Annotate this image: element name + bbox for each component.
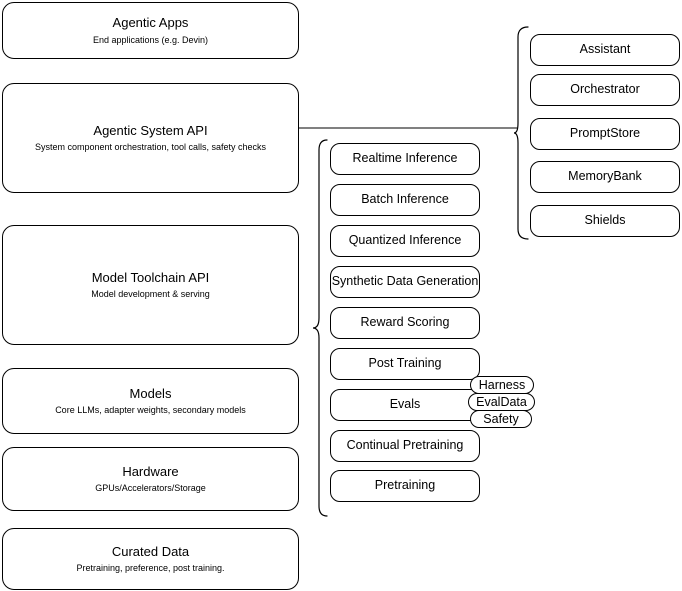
- component-pretraining[interactable]: Pretraining: [330, 470, 480, 502]
- component-continual-pretraining[interactable]: Continual Pretraining: [330, 430, 480, 462]
- brace-system-components: [513, 26, 530, 240]
- component-batch-inference[interactable]: Batch Inference: [330, 184, 480, 216]
- component-synthetic-data-generation[interactable]: Synthetic Data Generation: [330, 266, 480, 298]
- layer-models[interactable]: Models Core LLMs, adapter weights, secon…: [2, 368, 299, 434]
- component-orchestrator[interactable]: Orchestrator: [530, 74, 680, 106]
- layer-title: Agentic Apps: [112, 15, 189, 31]
- component-label: Post Training: [368, 356, 442, 371]
- component-shields[interactable]: Shields: [530, 205, 680, 237]
- layer-title: Hardware: [122, 463, 179, 479]
- layer-title: Curated Data: [111, 543, 190, 559]
- layer-curated-data[interactable]: Curated Data Pretraining, preference, po…: [2, 528, 299, 590]
- component-label: Realtime Inference: [352, 151, 458, 166]
- component-label: Batch Inference: [361, 192, 449, 207]
- component-label: Reward Scoring: [360, 315, 450, 330]
- layer-hardware[interactable]: Hardware GPUs/Accelerators/Storage: [2, 447, 299, 511]
- component-label: Quantized Inference: [348, 233, 462, 248]
- component-post-training[interactable]: Post Training: [330, 348, 480, 380]
- component-promptstore[interactable]: PromptStore: [530, 118, 680, 150]
- layer-agentic-apps[interactable]: Agentic Apps End applications (e.g. Devi…: [2, 2, 299, 59]
- layer-subtitle: GPUs/Accelerators/Storage: [95, 483, 206, 493]
- layer-title: Models: [129, 385, 172, 401]
- component-quantized-inference[interactable]: Quantized Inference: [330, 225, 480, 257]
- component-evals[interactable]: Evals: [330, 389, 480, 421]
- layer-model-toolchain-api[interactable]: Model Toolchain API Model development & …: [2, 225, 299, 345]
- component-memorybank[interactable]: MemoryBank: [530, 161, 680, 193]
- brace-toolchain-components: [312, 139, 329, 517]
- layer-title: Model Toolchain API: [91, 269, 210, 285]
- layer-subtitle: Model development & serving: [91, 289, 210, 299]
- layer-subtitle: Core LLMs, adapter weights, secondary mo…: [55, 405, 246, 415]
- component-label: Evals: [389, 397, 421, 412]
- layer-subtitle: System component orchestration, tool cal…: [34, 142, 267, 152]
- badge-evaldata[interactable]: EvalData: [468, 393, 535, 411]
- component-label: MemoryBank: [568, 169, 642, 184]
- component-label: Shields: [584, 213, 626, 228]
- layer-subtitle: Pretraining, preference, post training.: [76, 563, 225, 573]
- layer-subtitle: End applications (e.g. Devin): [92, 34, 209, 45]
- component-assistant[interactable]: Assistant: [530, 34, 680, 66]
- component-reward-scoring[interactable]: Reward Scoring: [330, 307, 480, 339]
- component-label: Pretraining: [374, 478, 436, 493]
- component-label: Continual Pretraining: [346, 438, 464, 453]
- component-label: Synthetic Data Generation: [331, 274, 479, 289]
- layer-agentic-system-api[interactable]: Agentic System API System component orch…: [2, 83, 299, 193]
- layer-title: Agentic System API: [93, 122, 208, 138]
- component-label: PromptStore: [569, 126, 641, 141]
- component-label: Orchestrator: [570, 82, 640, 97]
- connector-line-system-api: [299, 122, 519, 134]
- component-realtime-inference[interactable]: Realtime Inference: [330, 143, 480, 175]
- badge-harness[interactable]: Harness: [470, 376, 534, 394]
- component-label: Assistant: [579, 42, 631, 57]
- badge-safety[interactable]: Safety: [470, 410, 532, 428]
